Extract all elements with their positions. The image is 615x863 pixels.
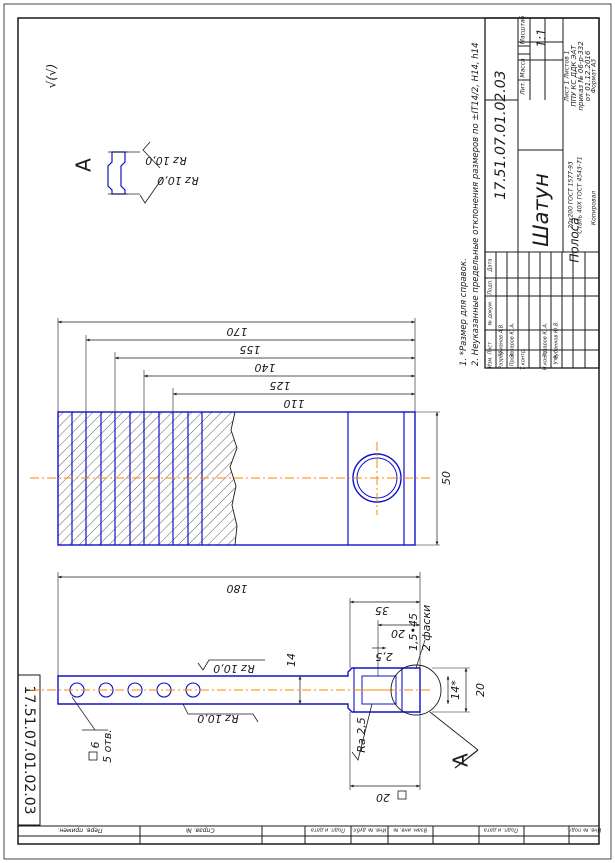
- designation: 17.51.07.01.02.03: [493, 70, 509, 199]
- copied-label: Копировал: [591, 191, 598, 225]
- dim-180: 180: [227, 582, 248, 595]
- sheet-trim: [3, 3, 612, 860]
- corner-designation: 17.51.07.01.02.03: [21, 685, 37, 814]
- drawing-frame: [17, 17, 600, 845]
- hole-square-symbol: [88, 751, 98, 761]
- section-a-title: А: [72, 158, 96, 172]
- dim-170: 170: [227, 325, 248, 338]
- rz-bottom: Rz 10,0: [197, 712, 238, 725]
- podp-data-label-1: Подп. и дата: [311, 827, 345, 833]
- tb-header-date: Дата: [488, 259, 494, 273]
- organization-1: ППУ КС ДДК ЭАТ: [570, 45, 578, 107]
- dim-14-star: 14*: [449, 680, 462, 700]
- tb-role-ncontrol: Н.контр.: [543, 348, 549, 370]
- section-a-rz-top: Rz 10,0: [145, 154, 186, 167]
- vzam-inv-label: Взам. инв. №: [393, 827, 427, 833]
- dim-2-5: 2,5: [375, 650, 393, 663]
- binding-strip: Перв. примен. Справ. № Подп. и дата Инв.…: [18, 825, 602, 844]
- corner-designation-box: 17.51.07.01.02.03: [17, 674, 41, 826]
- tb-role-dev: Разраб.: [499, 349, 505, 369]
- hole-count: 5 отв.: [101, 729, 114, 763]
- note-1: 1. *Размер для справок.: [459, 258, 469, 366]
- tb-header-sign: Подп.: [488, 279, 494, 294]
- format-label: Формат А3: [591, 59, 598, 93]
- sheet-info: Лист 1 Листов 1: [564, 51, 571, 103]
- tb-name-approve: Рубанков Ю.В.: [554, 321, 560, 359]
- ra-roughness: Ra 2,5: [355, 717, 368, 752]
- scale-label: Масштаб: [520, 15, 527, 44]
- lit-label: Лит.: [520, 81, 527, 96]
- section-a-rz-bottom: Rz 10,0: [157, 174, 198, 187]
- rz-top: Rz 10,0: [213, 662, 254, 675]
- tb-role-tcontrol: Т.контр.: [521, 348, 527, 370]
- section-a-detail: А Rz 10,0 Rz 10,0: [72, 141, 199, 204]
- organization-2: приказ № 06-р-332: [577, 41, 585, 111]
- plan-view: 170 155 140 125 110 50: [30, 318, 453, 546]
- tb-header-doc: № докум.: [488, 301, 494, 327]
- material-bottom: Сталь 40Х ГОСТ 4543-71: [577, 156, 584, 233]
- organization-3: от 01.12.2016: [584, 50, 592, 101]
- tb-name-ncontrol: Зазаров Ю.А.: [543, 323, 549, 358]
- material-prefix: Полоса: [568, 217, 582, 262]
- podp-data-label-2: Подп. и дата: [484, 827, 518, 833]
- chamfer-size: 1,5•45: [407, 613, 420, 651]
- dim-square-20: 20: [376, 791, 390, 804]
- tb-name-check: Зазаров Ю.А.: [510, 323, 516, 358]
- inv-dubl-label: Инв. № дубл.: [352, 827, 386, 833]
- title-block: 17.51.07.01.02.03 Шатун 1:1 Лит. Масса М…: [484, 15, 600, 370]
- dim-125: 125: [270, 379, 291, 392]
- material-top: 20х200 ГОСТ 1577-93: [568, 161, 575, 229]
- dim-20-side: 20: [474, 683, 487, 697]
- hole-size: 6: [89, 742, 102, 749]
- general-roughness-mark: √(√): [45, 64, 59, 89]
- tb-role-check: Пров.: [510, 352, 516, 367]
- dim-20-top: 20: [391, 627, 405, 640]
- view-a-label: А: [449, 753, 473, 767]
- part-name: Шатун: [529, 173, 553, 247]
- dim-140: 140: [255, 361, 276, 374]
- dim-14: 14: [285, 653, 298, 667]
- note-2: 2. Неуказанные предельные отклонения раз…: [471, 43, 481, 367]
- inv-podl-label: Инв. № подл.: [567, 827, 602, 833]
- dim-50: 50: [440, 471, 453, 485]
- dim-110: 110: [284, 397, 305, 410]
- section-view: 180 35 20 2,5 1,5•45 2 фаски 14 20 14* 2…: [30, 572, 487, 804]
- dim-155: 155: [240, 343, 261, 356]
- sprav-no-label: Справ. №: [185, 827, 214, 834]
- scale-value: 1:1: [535, 28, 549, 47]
- square-symbol: [397, 790, 407, 800]
- perv-primen-label: Перв. примен.: [57, 827, 102, 834]
- tb-header-role: Изм. Лист: [488, 341, 494, 368]
- chamfer-note: 2 фаски: [420, 605, 433, 651]
- dim-35: 35: [375, 604, 389, 617]
- tb-name-dev: Гуманов А.В.: [499, 323, 505, 356]
- tb-role-approve: Утв.: [554, 354, 560, 365]
- mass-label: Масса: [520, 58, 527, 77]
